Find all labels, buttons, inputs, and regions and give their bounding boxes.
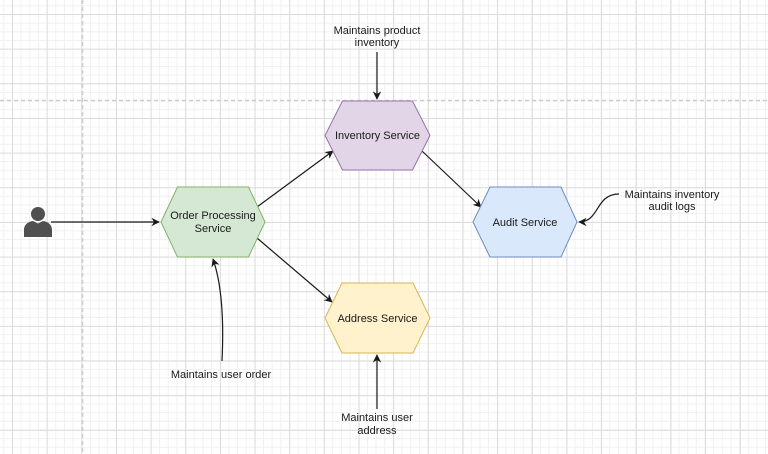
note-address-line2: address (357, 425, 397, 437)
note-audit[interactable]: Maintains inventory audit logs (625, 189, 720, 213)
note-audit-line1: Maintains inventory (625, 189, 720, 201)
order-processing-service-label-line2: Service (195, 223, 232, 235)
note-inventory-line2: inventory (355, 37, 400, 49)
inventory-service-hexagon (324, 100, 431, 171)
edge-order-to-inventory[interactable] (256, 150, 334, 208)
edge-order-to-address[interactable] (256, 237, 333, 303)
note-connector-audit[interactable] (578, 193, 620, 227)
order-processing-service-node[interactable]: Order Processing Service (160, 186, 266, 258)
note-address[interactable]: Maintains user address (341, 412, 413, 437)
note-order-line1: Maintains user order (171, 369, 272, 381)
inventory-service-label: Inventory Service (335, 130, 420, 142)
audit-service-node[interactable]: Audit Service (472, 186, 578, 258)
note-order[interactable]: Maintains user order (171, 369, 272, 381)
note-connector-order[interactable] (211, 258, 224, 362)
note-audit-line2: audit logs (648, 201, 696, 213)
order-processing-service-hexagon (160, 186, 266, 258)
note-inventory[interactable]: Maintains product inventory (334, 25, 421, 49)
address-service-label: Address Service (337, 313, 417, 325)
user-icon[interactable] (24, 207, 52, 237)
audit-service-label: Audit Service (493, 217, 558, 229)
edge-inventory-to-audit[interactable] (421, 150, 482, 208)
audit-service-hexagon (472, 186, 578, 258)
address-service-hexagon (324, 282, 431, 354)
note-inventory-line1: Maintains product (334, 25, 421, 37)
inventory-service-node[interactable]: Inventory Service (324, 100, 431, 171)
order-processing-service-label-line1: Order Processing (170, 210, 256, 222)
note-address-line1: Maintains user (341, 412, 413, 424)
address-service-node[interactable]: Address Service (324, 282, 431, 354)
